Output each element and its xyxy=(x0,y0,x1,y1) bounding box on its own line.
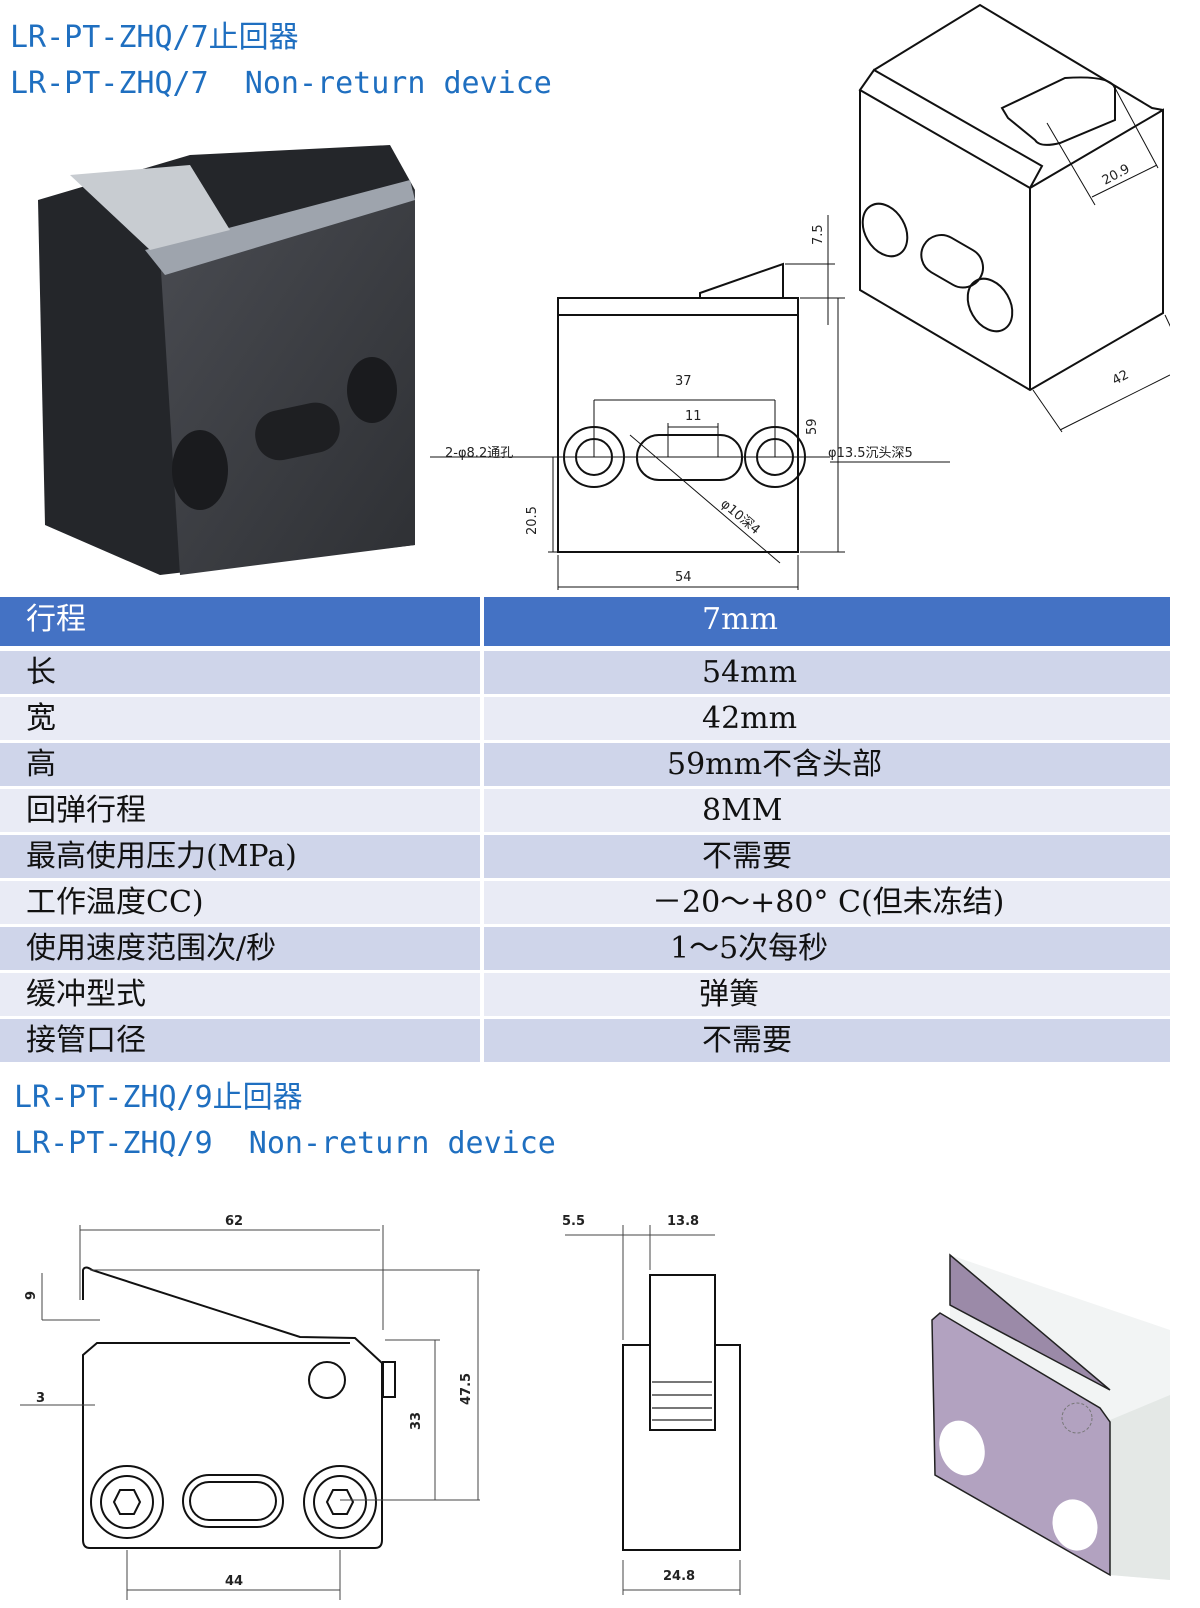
label-counterbore: φ13.5沉头深5 xyxy=(828,446,913,461)
section1-title-en: LR-PT-ZHQ/7 Non-return device xyxy=(10,66,552,101)
spec-key: 行程 xyxy=(0,597,484,646)
spec-key: 回弹行程 xyxy=(0,789,484,832)
spec-row: 工作温度CC)－20～+80° C(但未冻结) xyxy=(0,881,1170,924)
dim-head: 9 xyxy=(24,1291,39,1300)
dim-total-height: 47.5 xyxy=(459,1373,474,1405)
side-view-drawing-zhq9: 62 9 3 33 47.5 44 xyxy=(20,1214,480,1600)
spec-value: 59mm不含头部 xyxy=(484,743,1170,786)
dim-height: 59 xyxy=(805,418,820,435)
spec-row: 最高使用压力(MPa)不需要 xyxy=(0,835,1170,878)
spec-value: 弹簧 xyxy=(484,973,1170,1016)
spec-key: 长 xyxy=(0,651,484,694)
spec-value: －20～+80° C(但未冻结) xyxy=(484,881,1170,924)
dim-slot-width: 11 xyxy=(685,409,702,424)
label-through-hole: 2-φ8.2通孔 xyxy=(445,446,513,461)
spec-key: 接管口径 xyxy=(0,1019,484,1062)
dim-body-height: 33 xyxy=(409,1412,424,1430)
product-photo-zhq7 xyxy=(38,145,415,575)
dim-head-height: 7.5 xyxy=(811,224,826,245)
dim-hole-spacing: 37 xyxy=(675,374,692,389)
spec-value: 不需要 xyxy=(484,835,1170,878)
end-view-drawing-zhq9: 5.5 13.8 24.8 xyxy=(562,1214,741,1595)
dim-offset: 3 xyxy=(36,1391,45,1406)
spec-value: 不需要 xyxy=(484,1019,1170,1062)
spec-value: 8MM xyxy=(484,789,1170,832)
spec-key: 使用速度范围次/秒 xyxy=(0,927,484,970)
spec-value: 7mm xyxy=(484,597,1170,646)
spec-value: 54mm xyxy=(484,651,1170,694)
spec-value: 1～5次每秒 xyxy=(484,927,1170,970)
spec-key: 宽 xyxy=(0,697,484,740)
dim-bottom-offset: 20.5 xyxy=(525,506,540,535)
product-render-zhq9 xyxy=(931,1253,1170,1580)
spec-row: 接管口径不需要 xyxy=(0,1019,1170,1062)
spec-table-header: 行程 7mm xyxy=(0,597,1170,646)
spec-key: 高 xyxy=(0,743,484,786)
dim-head-width: 13.8 xyxy=(667,1214,699,1229)
spec-value: 42mm xyxy=(484,697,1170,740)
isometric-drawing-zhq7: 20.9 42 xyxy=(858,3,1170,433)
label-slot: φ10深4 xyxy=(717,497,762,538)
spec-value-text: 7mm xyxy=(702,602,778,637)
dim-offset: 5.5 xyxy=(562,1214,585,1229)
dim-hole-spacing: 44 xyxy=(225,1574,243,1589)
front-view-drawing-zhq7: 37 11 54 59 20.5 7.5 2-φ8.2通孔 φ13.5沉头深5 … xyxy=(430,215,950,590)
dim-width: 24.8 xyxy=(663,1569,695,1584)
section1-title-cn: LR-PT-ZHQ/7止回器 xyxy=(10,20,299,55)
dim-width: 42 xyxy=(1110,368,1132,389)
section2-title-cn: LR-PT-ZHQ/9止回器 xyxy=(14,1080,303,1115)
dim-length: 62 xyxy=(225,1214,243,1229)
spec-key: 工作温度CC) xyxy=(0,881,484,924)
spec-row: 缓冲型式弹簧 xyxy=(0,973,1170,1016)
dim-length: 54 xyxy=(675,570,692,585)
dim-head-width: 20.9 xyxy=(1100,162,1133,189)
spec-key: 缓冲型式 xyxy=(0,973,484,1016)
section2-title-en: LR-PT-ZHQ/9 Non-return device xyxy=(14,1126,556,1161)
spec-key: 最高使用压力(MPa) xyxy=(0,835,484,878)
